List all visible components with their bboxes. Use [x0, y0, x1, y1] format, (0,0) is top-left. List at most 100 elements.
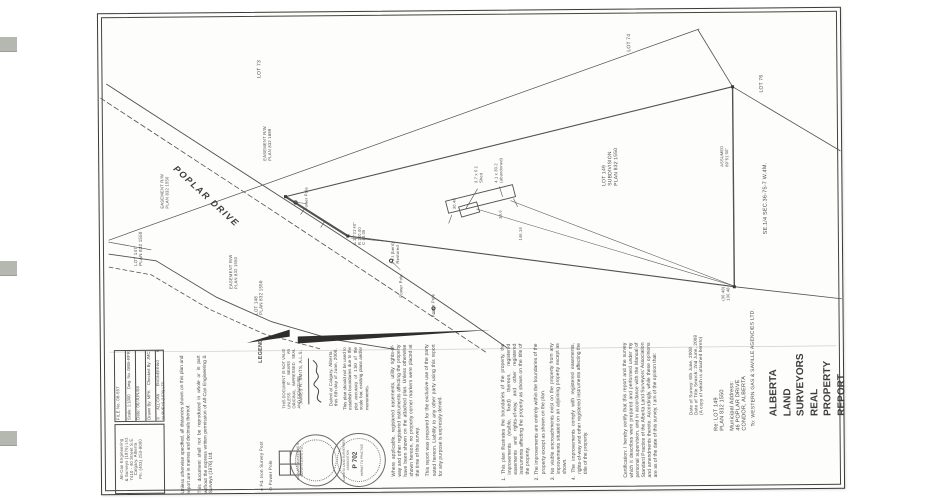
titleblock-date: Date: 06/JUN/08	[135, 385, 141, 420]
boundary-stub	[108, 241, 152, 251]
barn-label: 4.1 x 30.2 (abandoned)	[493, 157, 503, 183]
power-pole-leader	[392, 262, 401, 270]
boundary-extension-southeast	[733, 286, 842, 300]
lot-73-label: LOT 73	[256, 60, 263, 78]
east-dimension-label: (30.48) 130.48	[720, 286, 731, 301]
survey-monuments	[284, 85, 736, 289]
legend-item: ⊙ Power Pole	[267, 460, 274, 491]
titleblock-copyright: © ALL-CAN ENGINEERING & SURVEYS (1976) L…	[155, 349, 166, 420]
company-address-text: All-Can Engineering & Surveys (1976) Ltd…	[118, 436, 144, 482]
surveyor-signature	[307, 358, 325, 405]
road-edge-solid	[106, 83, 508, 349]
dimension-label: 146.16	[517, 227, 523, 241]
easement-1550-label-a: EASEMENT R/W PLAN 832 1550	[159, 174, 170, 209]
found-iron-label: Fd.I.(bent) Restored	[389, 242, 400, 264]
exclusive-use-note: This report was prepared for the exclusi…	[424, 344, 444, 477]
power-pole-symbol	[388, 258, 394, 263]
surveyor-opinions-list: 1. This plan illustrates the boundaries …	[500, 343, 592, 481]
permit-stamp-text: ALBERTA LAND SURVEYORS' ASSOCIATION P 70…	[341, 438, 365, 482]
curve-tick	[300, 208, 305, 215]
titleblock-file-no: FILE No. 08-557	[115, 386, 121, 421]
metric-note-column: Unless otherwise specified, all distance…	[180, 355, 215, 493]
lot149-east-boundary	[731, 86, 736, 288]
dimension-tick	[513, 198, 518, 207]
plot-accuracy-note: This plan should not be used to establis…	[341, 346, 370, 411]
scale-bar-wedge	[246, 329, 290, 343]
lot-147-label: LOT 147 PLAN 832 1550	[132, 231, 144, 266]
adjoining-parcel-lines	[108, 253, 398, 351]
iron-post-marker	[284, 195, 288, 199]
titleblock-scale-row: Scale: 1:1000 Dwg. No. 0806-RPR	[125, 351, 132, 421]
binder-hole-mark	[0, 431, 17, 446]
road-edge-dashed	[100, 97, 488, 354]
easement-dashed-line	[108, 266, 323, 350]
report-heading: ALBERTA LAND SURVEYORS REAL PROPERTY REP…	[767, 343, 849, 417]
iron-post-marker	[731, 85, 735, 89]
dimension-label: 36.6	[497, 210, 503, 219]
power-pole-leader	[297, 202, 306, 204]
certification-paragraph: Certification: I hereby certify that thi…	[621, 342, 660, 478]
permit-stamp: ALBERTA LAND SURVEYORS' ASSOCIATION P 70…	[331, 432, 387, 488]
barn-leader	[499, 186, 503, 198]
power-pole-symbol	[431, 306, 436, 311]
lot-149-parcel-label: LOT 149 SUBDIVISION PLAN 832 1550	[601, 147, 619, 186]
lot149-north-boundary	[284, 86, 734, 198]
legend-item: ● Fd. Iron Survey Post	[258, 441, 265, 491]
north-arrow-and-scale-bar	[246, 329, 492, 344]
lot-76-label: LOT 76	[758, 74, 765, 93]
binder-hole-mark	[0, 37, 17, 52]
lot149-south-boundary	[347, 235, 735, 288]
legend-title: LEGEND	[257, 338, 264, 363]
lot-74-label: LOT 74	[626, 33, 633, 52]
dimension-label: 30.48	[451, 198, 457, 210]
curve-data-label: Δ 12°21'40" R 200.00 C 43.05	[351, 222, 367, 246]
validity-note: THIS DOCUMENT IS NOT VALID UNLESS IT BEA…	[280, 348, 301, 409]
easement-1889-label: EASEMENT R/W PLAN 832 1889	[261, 126, 273, 161]
opinion-item: 4. The improvements comply with register…	[569, 343, 590, 481]
shed-leader	[465, 188, 478, 210]
signature-stroke	[312, 359, 322, 403]
power-pole-symbol	[293, 200, 298, 205]
opinion-item: 2. The improvements are entirely within …	[533, 343, 547, 481]
survey-sheet: POPLAR DRIVE LOT 73 LOT 74 LOT 76 EASEME…	[96, 6, 847, 496]
boundary-line-rear	[108, 28, 700, 241]
iron-post-marker	[346, 234, 350, 238]
binder-hole-mark	[0, 261, 17, 276]
survey-plan-drawing	[100, 28, 842, 354]
dated-at-block: Dated at Calgary, Alberta this 6th day o…	[327, 347, 339, 407]
report-title: REAL PROPERTY REPORT	[808, 361, 847, 417]
easement-1550-label-b: EASEMENT R/W PLAN 832 1550	[228, 254, 239, 290]
north-arrow-wedge	[297, 329, 492, 344]
adjoining-lot-line-north	[697, 29, 733, 88]
curve-tick	[320, 220, 326, 228]
power-pole-label: Power Pole	[303, 186, 309, 211]
panel-separator-line	[109, 345, 837, 353]
titleblock-drawn-row: Drawn By: MPK Checked By: JMC	[145, 351, 152, 420]
found-iron-leader	[350, 237, 391, 242]
power-poles	[293, 200, 436, 311]
assumed-bearing-label: ASSUMED 89°51'00"	[719, 145, 729, 167]
opinion-item: 1. This plan illustrates the boundaries …	[499, 343, 532, 481]
shed-label: 3.7 x 6.1 Shed	[473, 165, 483, 183]
opinion-item: 3. No visible encroachments exist on the…	[548, 343, 568, 481]
report-dates-block: Date of Survey: 6th June, 2008 Date of T…	[687, 334, 704, 416]
tie-line	[510, 200, 734, 286]
lot-148-label: LOT 148 PLAN 832 1550	[253, 280, 264, 315]
shed-outline	[458, 201, 481, 218]
dimension-tick	[448, 214, 452, 224]
company-seal-text: ALL-CAN ENGINEERING & SURVEYS (1976) LTD…	[295, 442, 304, 481]
power-pole-label: Power Pole	[398, 274, 404, 298]
quarter-section-label: SE.1/4 SEC.36-75-7 W.4M.	[762, 162, 769, 235]
iron-post-marker	[732, 285, 736, 289]
power-pole-label: Power Pole	[430, 293, 436, 318]
adjoining-lot-line-east	[732, 86, 841, 152]
where-applicable-note: Where applicable, registered easements, …	[389, 344, 422, 477]
barn-outline	[445, 184, 517, 214]
lot149-road-frontage	[284, 195, 349, 238]
report-re-block: Re: LOT 149 PLAN 832 1550 Municipal Addr…	[713, 375, 748, 431]
metric-note: Unless otherwise specified, all distance…	[179, 355, 192, 494]
reproduction-note: This document shall not be reproduced in…	[196, 355, 215, 494]
report-org-line: ALBERTA LAND SURVEYORS	[768, 353, 807, 417]
report-to-line: To: WESTERN GAS & SAVILLE AGENCIES LTD.	[749, 308, 757, 427]
